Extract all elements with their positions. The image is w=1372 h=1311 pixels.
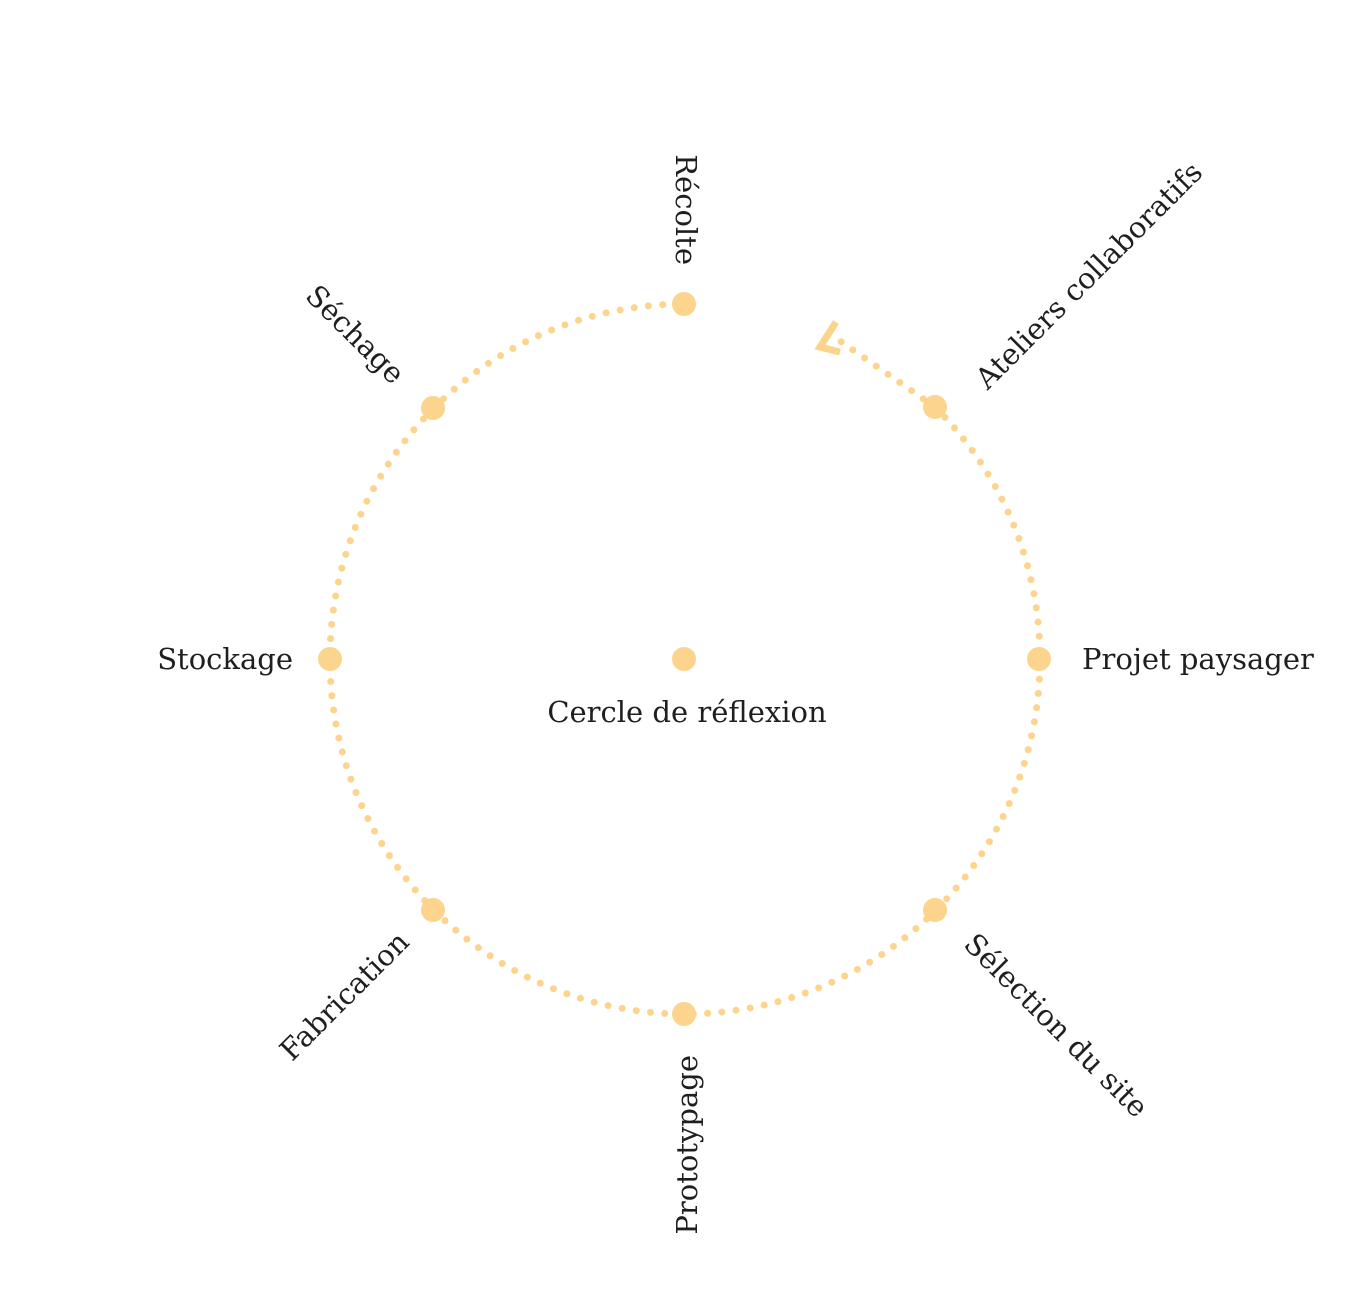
label-selection: Sélection du site [957, 927, 1155, 1125]
center-node [672, 647, 696, 671]
node-ateliers [923, 395, 947, 419]
label-stockage: Stockage [157, 642, 293, 676]
center-label: Cercle de réflexion [547, 695, 826, 729]
label-prototypage: Prototypage [670, 1055, 704, 1235]
node-sechage [421, 396, 445, 420]
label-ateliers: Ateliers collaboratifs [968, 155, 1209, 396]
node-fabrication [421, 898, 445, 922]
cycle-path-tail [826, 330, 939, 411]
label-fabrication: Fabrication [273, 925, 416, 1068]
node-selection [923, 898, 947, 922]
label-projet: Projet paysager [1082, 642, 1314, 676]
arrowhead-icon [814, 320, 841, 356]
label-recolte: Récolte [669, 154, 703, 265]
node-prototypage [672, 1002, 696, 1026]
cycle-path [326, 300, 1044, 1018]
label-sechage: Séchage [299, 278, 411, 390]
node-stockage [318, 647, 342, 671]
node-recolte [672, 292, 696, 316]
node-projet [1027, 647, 1051, 671]
